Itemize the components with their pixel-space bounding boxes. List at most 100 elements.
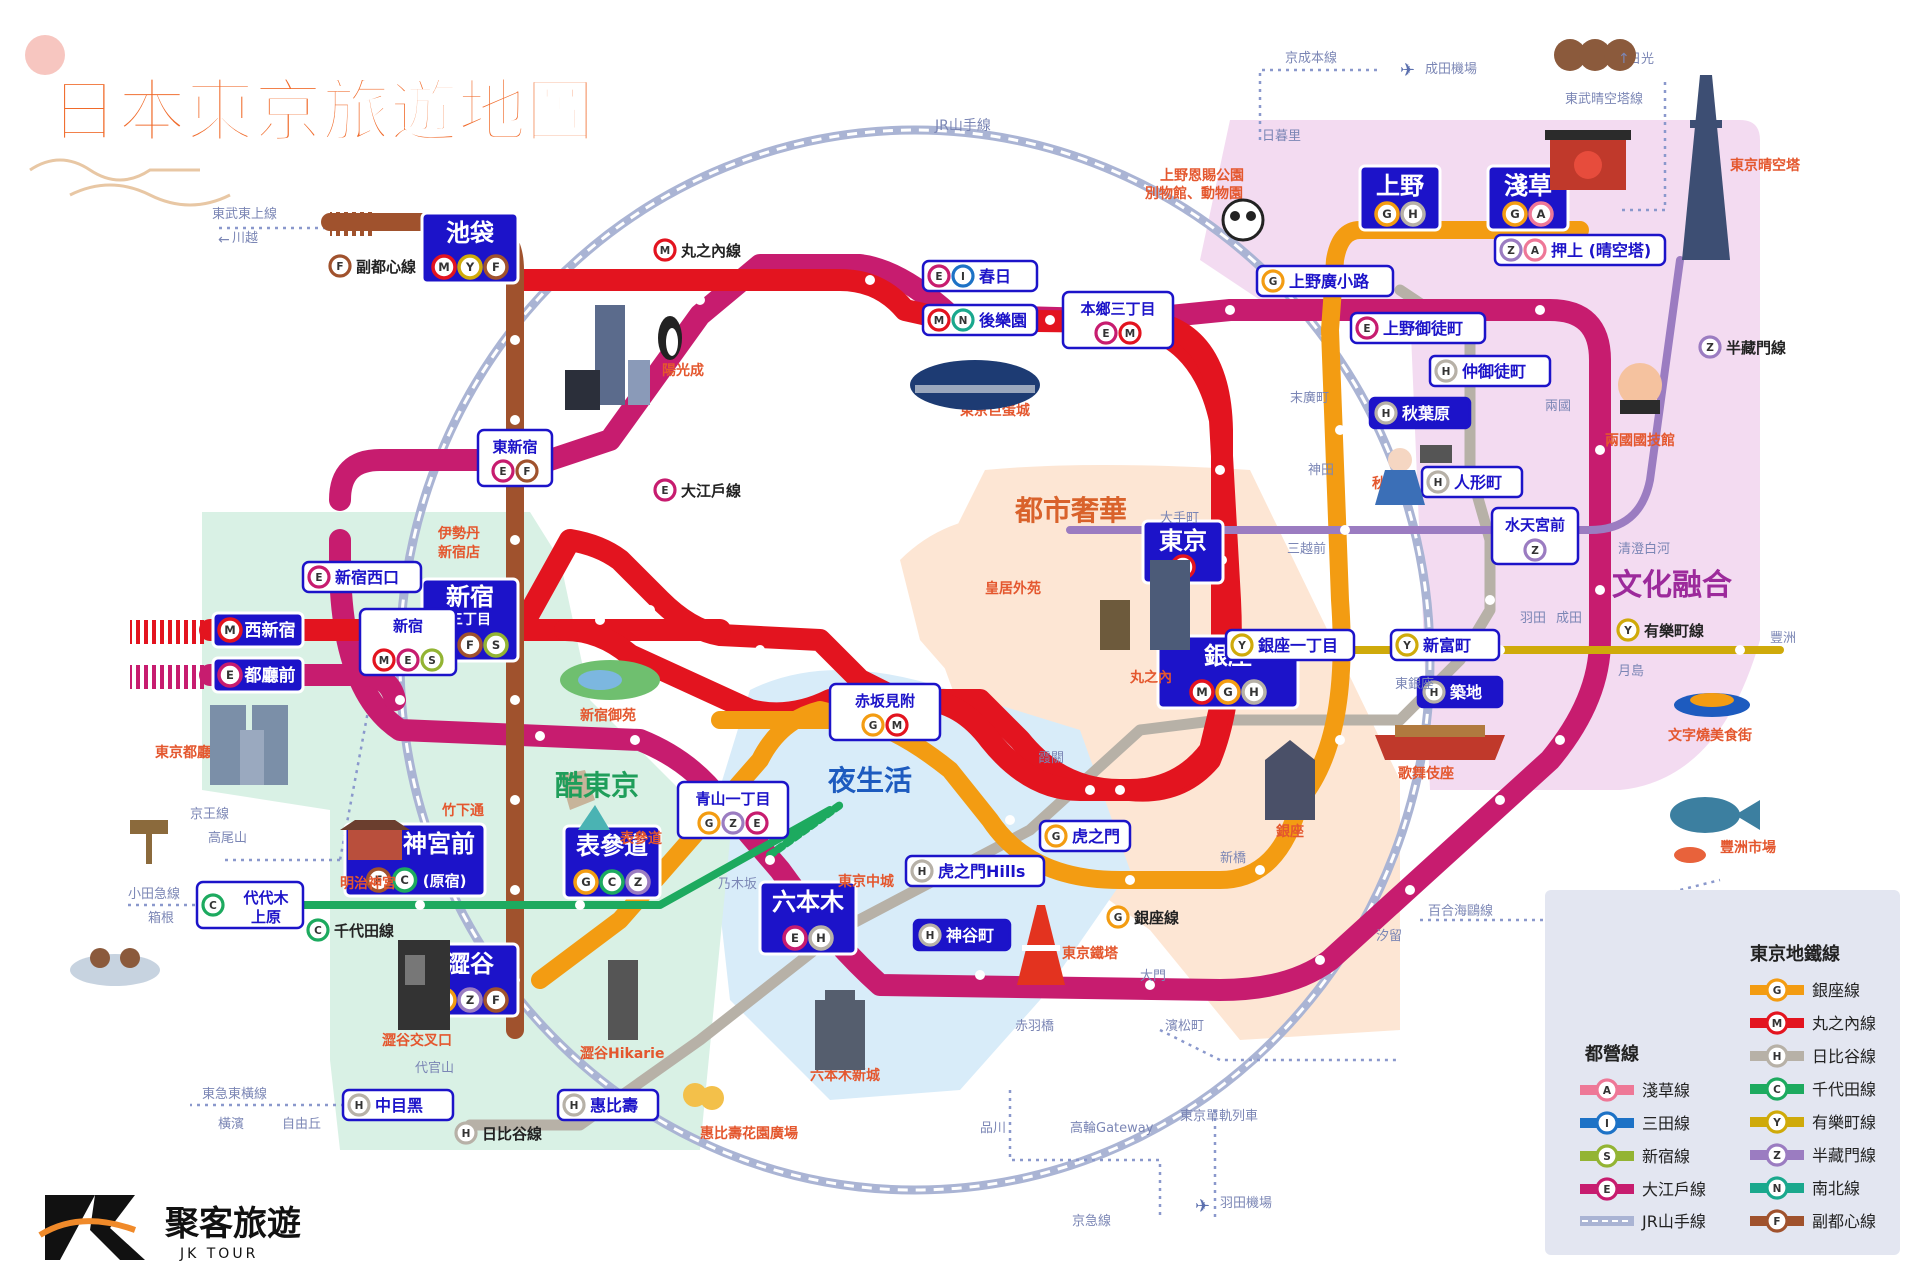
line-badge-H: H — [808, 925, 834, 951]
line-badge-M: M — [431, 254, 457, 280]
place-label-omotesando_area: 表參道 — [619, 830, 662, 847]
place-label-hamamatsucho: 濱松町 — [1165, 1019, 1204, 1034]
svg-text:F: F — [492, 260, 500, 274]
svg-text:Z: Z — [634, 875, 642, 889]
legend-item-C: C 千代田線 — [1750, 1077, 1876, 1101]
station-dot — [915, 340, 925, 350]
illustration — [1620, 400, 1660, 414]
line-badge-H: H — [1434, 359, 1458, 383]
place-label-tsukishima: 月島 — [1618, 664, 1644, 679]
line-badge-H: H — [1241, 679, 1267, 705]
line-badge-H: H — [1400, 201, 1426, 227]
line-badge-C: C — [391, 867, 418, 893]
svg-text:E: E — [661, 485, 668, 497]
svg-text:G: G — [1223, 685, 1232, 699]
station-yoyogiuehara[interactable]: C代代木上原代代木上原 — [0, 0, 305, 930]
place-label-shinagawa: 品川 — [980, 1121, 1006, 1136]
legend-label: 副都心線 — [1812, 1212, 1876, 1231]
station-name: 上原 — [251, 908, 281, 926]
place-label-yokohama: 橫濱 — [218, 1117, 244, 1132]
svg-text:C: C — [1773, 1084, 1781, 1096]
station-dot — [1315, 955, 1325, 965]
place-label-monorail: 東京單軌列車 — [1180, 1108, 1258, 1124]
svg-text:Y: Y — [1237, 640, 1246, 652]
place-label-takeshita: 竹下通 — [441, 802, 484, 819]
station-name: 東新宿 — [492, 438, 537, 456]
legend-item-jr: JR山手線 — [1580, 1212, 1706, 1231]
line-badge-G: G — [1215, 679, 1241, 705]
place-label-nippori: 日暮里 — [1262, 129, 1301, 144]
legend-title-toei: 都營線 — [1584, 1043, 1639, 1065]
illustration — [348, 830, 402, 860]
line-badge-G: G — [861, 713, 885, 737]
legend-label: 千代田線 — [1812, 1080, 1876, 1099]
station-name: 東京 — [1159, 527, 1207, 555]
area-label-cool: 酷東京 — [555, 769, 639, 802]
line-badge-M: M — [885, 713, 909, 737]
station-name: 押上 (晴空塔) — [1551, 241, 1651, 260]
line-badge-M: M — [1189, 679, 1215, 705]
brand-name: 聚客旅遊 — [164, 1204, 301, 1244]
line-badge-E: E — [782, 925, 808, 951]
terminus-stripes — [130, 620, 205, 644]
line-badge-G: G — [573, 869, 599, 895]
skytree-illustration — [1682, 75, 1730, 260]
place-label-shinbashi: 新橋 — [1220, 850, 1246, 866]
station-name: 水天宮前 — [1505, 516, 1565, 534]
svg-text:I: I — [961, 271, 965, 283]
place-label-odakyu: 小田急線 — [128, 886, 180, 902]
station-dot — [1335, 425, 1345, 435]
place-label-tokyomidtown: 東京中城 — [838, 873, 894, 890]
line-name: 千代田線 — [334, 922, 394, 940]
line-name: 有樂町線 — [1644, 622, 1704, 640]
svg-text:G: G — [1114, 912, 1123, 924]
svg-text:F: F — [336, 261, 343, 273]
station-dot — [925, 345, 935, 355]
svg-text:N: N — [959, 315, 968, 327]
svg-text:H: H — [1249, 685, 1259, 699]
illustration — [1100, 600, 1130, 650]
line-badge-F: F — [515, 459, 539, 483]
line-badge-E: E — [927, 264, 951, 288]
terminus-stripes — [130, 665, 205, 689]
line-badge-H: H — [1426, 470, 1450, 494]
place-label-kokyo: 皇居外苑 — [985, 580, 1041, 597]
station-dot — [1405, 885, 1415, 895]
line-badge-F: F — [457, 632, 483, 658]
line-badge-H: H — [454, 1121, 478, 1145]
